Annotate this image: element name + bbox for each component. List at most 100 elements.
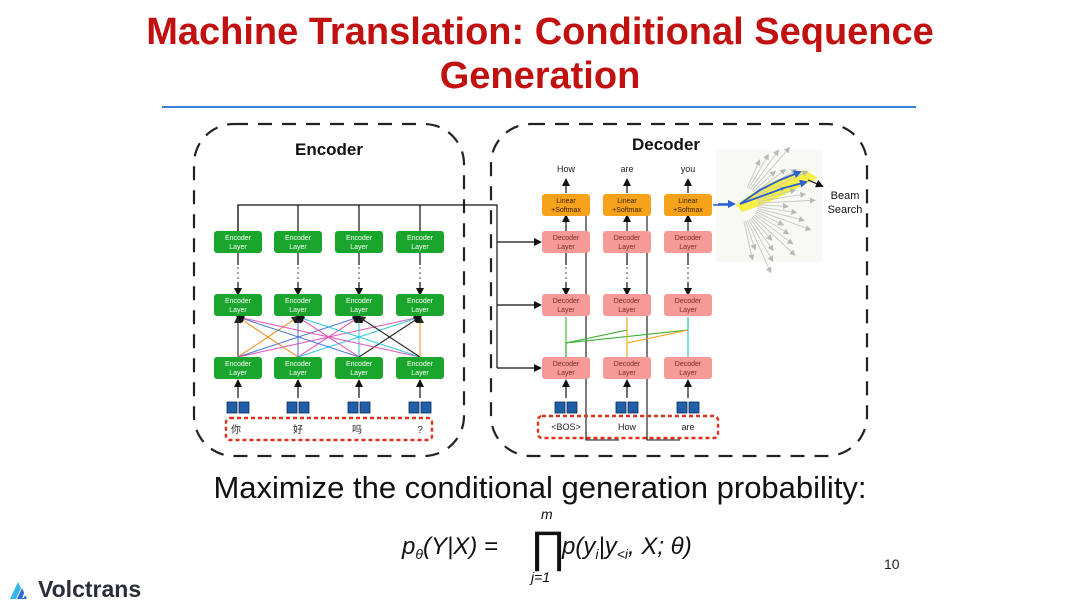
encoder-layer-r0-c1-label-line-2: Layer (289, 244, 307, 251)
linear-softmax-1-label-line-2: +Softmax (612, 207, 642, 214)
beam-candidate-5 (754, 168, 787, 194)
decoder-input-token-1: How (618, 422, 637, 432)
slide-title: Machine Translation: Conditional Sequenc… (0, 10, 1080, 98)
decoder-embedding-0-cell-b (566, 401, 578, 414)
decoder-embedding-1-cell-a (615, 401, 627, 414)
decoder-ellipsis-dot-0-1 (565, 272, 567, 274)
decoder-layer-r2-c2-label-line-2: Layer (679, 370, 697, 377)
encoder-layer-r0-c1-label-line-1: Encoder (285, 235, 312, 242)
encoder-layer-r2-c2-box (335, 357, 383, 379)
linear-softmax-2-box (664, 194, 712, 216)
encoder-attention-line-1-0 (236, 315, 299, 358)
encoder-layer-r0-c0-box (214, 231, 262, 253)
slide-title-line-1: Machine Translation: Conditional Sequenc… (146, 11, 934, 53)
encoder-ellipsis-dot-0-2 (237, 277, 239, 279)
beam-candidate-25 (743, 221, 755, 261)
decoder-layer-r2-c0-box (542, 357, 590, 379)
encoder-ellipsis-dot-1-2 (297, 277, 299, 279)
decoder-ellipsis-dot-2-2 (687, 277, 689, 279)
beam-candidate-23 (746, 220, 772, 274)
encoder-layer-r2-c3-box (396, 357, 444, 379)
encoder-ellipsis-dot-3-1 (419, 272, 421, 274)
decoder-input-token-2: are (681, 422, 694, 432)
encoder-attention-line-3-1 (296, 315, 421, 358)
encoder-ellipsis-dot-0-0 (237, 267, 239, 269)
beam-search-label-line-1: Beam (831, 190, 860, 202)
encoder-embedding-2-cell-b (359, 401, 371, 414)
encoder-layer-r1-c0-label-line-2: Layer (229, 307, 247, 314)
encoder-layer-r2-c0-box (214, 357, 262, 379)
linear-softmax-1-label-line-1: Linear (617, 198, 637, 205)
encoder-layer-r1-c2-box (335, 294, 383, 316)
decoder-output-token-1: are (620, 164, 633, 174)
beam-candidate-14 (757, 208, 805, 222)
encoder-embedding-1-cell-b (298, 401, 310, 414)
encoder-ellipsis-dot-2-2 (358, 277, 360, 279)
decoder-layer-r2-c1-box (603, 357, 651, 379)
formula-product-symbol: ∏ (530, 523, 566, 572)
beam-candidate-12 (757, 203, 789, 210)
decoder-layer-r0-c1-label-line-2: Layer (618, 244, 636, 251)
encoder-ellipsis-dot-1-0 (297, 267, 299, 269)
decoder-embedding-1-cell-b (627, 401, 639, 414)
encoder-panel (192, 122, 466, 458)
beam-candidate-2 (750, 149, 779, 190)
encoder-layer-r1-c1-label-line-2: Layer (289, 307, 307, 314)
encoder-layer-r0-c3-label-line-2: Layer (411, 244, 429, 251)
linear-softmax-0-label-line-2: +Softmax (551, 207, 581, 214)
beam-candidate-24 (745, 220, 757, 251)
beam-candidate-0 (746, 159, 761, 188)
encoder-embedding-1-cell-a (286, 401, 298, 414)
encoder-input-token-3: ? (417, 425, 423, 436)
formula-lhs: pθ(Y|X) = (401, 533, 498, 562)
decoder-layer-r2-c1-label-line-1: Decoder (614, 361, 641, 368)
encoder-layer-r1-c2-label-line-2: Layer (350, 307, 368, 314)
decoder-layer-r0-c2-label-line-1: Decoder (675, 235, 702, 242)
decoder-layer-r0-c0-label-line-2: Layer (557, 244, 575, 251)
encoder-embedding-2-cell-a (347, 401, 359, 414)
encoder-input-token-2: 吗 (352, 424, 362, 436)
decoder-title: Decoder (632, 135, 700, 154)
encoder-layer-r2-c3-label-line-2: Layer (411, 370, 429, 377)
beam-candidate-3 (751, 146, 791, 191)
beam-path-2 (739, 179, 808, 205)
encoder-attention-line-3-0 (236, 314, 421, 358)
beam-candidate-17 (755, 213, 790, 235)
decoder-embedding-2-cell-b (688, 401, 700, 414)
linear-softmax-1: Linear +Softmax (603, 194, 651, 216)
linear-softmax-2-label-line-2: +Softmax (673, 207, 703, 214)
linear-softmax-0-label-line-1: Linear (556, 198, 576, 205)
beam-candidate-18 (754, 214, 794, 245)
encoder-layer-r0-c2-label-line-1: Encoder (346, 235, 373, 242)
decoder-ellipsis-dot-1-1 (626, 272, 628, 274)
encoder-layer-r2-c0-label-line-2: Layer (229, 370, 247, 377)
beam-candidate-21 (750, 218, 774, 252)
decoder-ellipsis-dot-1-2 (626, 277, 628, 279)
brand-logo: A Volctrans (8, 576, 141, 603)
linear-softmax-0: Linear +Softmax (542, 194, 590, 216)
probability-formula: pθ(Y|X) = ∏ m j=1 p(yi|y<i, X; θ) (401, 508, 692, 585)
decoder-layer-r0-c2-label-line-2: Layer (679, 244, 697, 251)
beam-candidate-20 (751, 217, 773, 241)
decoder-layer-r2-c2-box (664, 357, 712, 379)
brand-name: Volctrans (38, 576, 142, 602)
beam-candidate-11 (757, 197, 816, 204)
encoder-layer-r1-c2-label-line-1: Encoder (346, 298, 373, 305)
